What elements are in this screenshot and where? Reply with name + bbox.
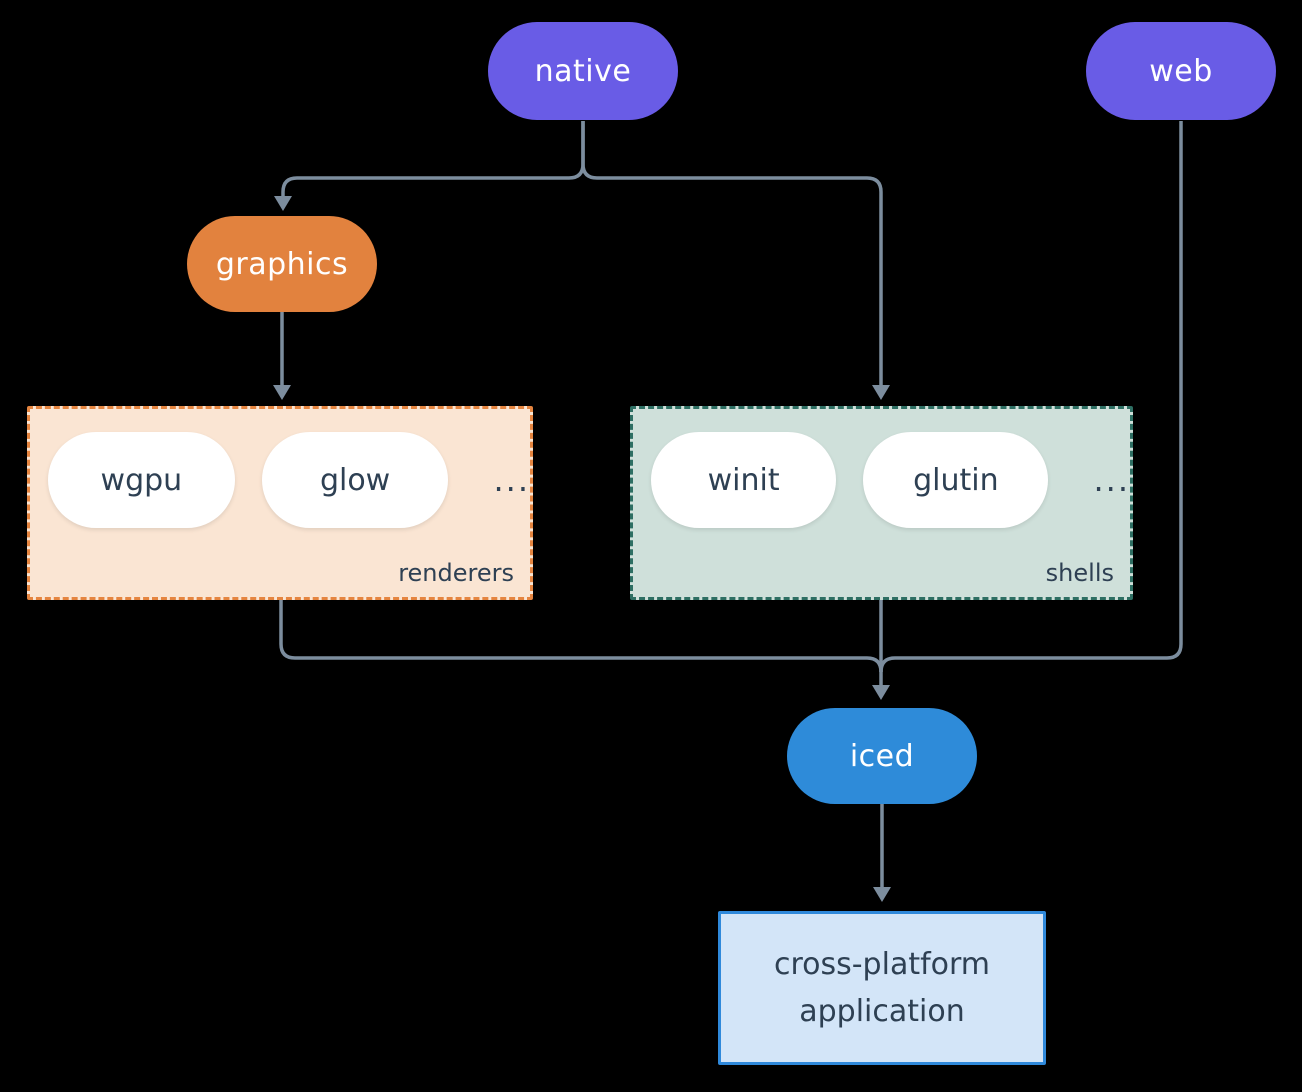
node-iced-label: iced — [849, 738, 915, 774]
node-wgpu: wgpu — [48, 432, 235, 528]
node-graphics-label: graphics — [215, 246, 349, 282]
node-wgpu-label: wgpu — [100, 462, 183, 498]
group-shells-items: winit glutin ... — [633, 409, 1130, 528]
group-shells: winit glutin ... shells — [630, 406, 1133, 600]
arrowhead-graphics — [274, 196, 292, 211]
node-web-label: web — [1149, 53, 1213, 89]
edge-graphics-renderers — [273, 312, 291, 400]
edge-native-graphics — [274, 121, 585, 211]
arrowhead-renderers — [273, 385, 291, 400]
node-glow: glow — [261, 432, 449, 528]
arrowhead-application — [873, 887, 891, 902]
group-renderers-label: renderers — [398, 559, 514, 587]
node-glutin-label: glutin — [913, 462, 999, 498]
node-web: web — [1086, 22, 1276, 120]
node-native: native — [488, 22, 678, 120]
node-glutin: glutin — [863, 432, 1049, 528]
group-shells-label: shells — [1045, 559, 1114, 587]
edge-native-shells — [581, 121, 890, 400]
arrowhead-iced — [872, 685, 890, 700]
node-glow-label: glow — [319, 462, 391, 498]
edge-iced-application — [873, 804, 891, 902]
node-winit: winit — [651, 432, 837, 528]
node-winit-label: winit — [707, 462, 780, 498]
edge-shells-iced — [872, 600, 890, 700]
group-renderers: wgpu glow ... renderers — [27, 406, 533, 600]
node-application: cross-platform application — [718, 911, 1046, 1065]
node-application-label: cross-platform application — [773, 947, 991, 1029]
shells-ellipsis: ... — [1093, 461, 1130, 499]
node-native-label: native — [534, 53, 632, 89]
renderers-ellipsis: ... — [493, 461, 530, 499]
group-renderers-items: wgpu glow ... — [30, 409, 530, 528]
node-iced: iced — [787, 708, 977, 804]
node-graphics: graphics — [187, 216, 377, 312]
edge-renderers-iced — [279, 600, 883, 673]
arrowhead-shells — [872, 385, 890, 400]
